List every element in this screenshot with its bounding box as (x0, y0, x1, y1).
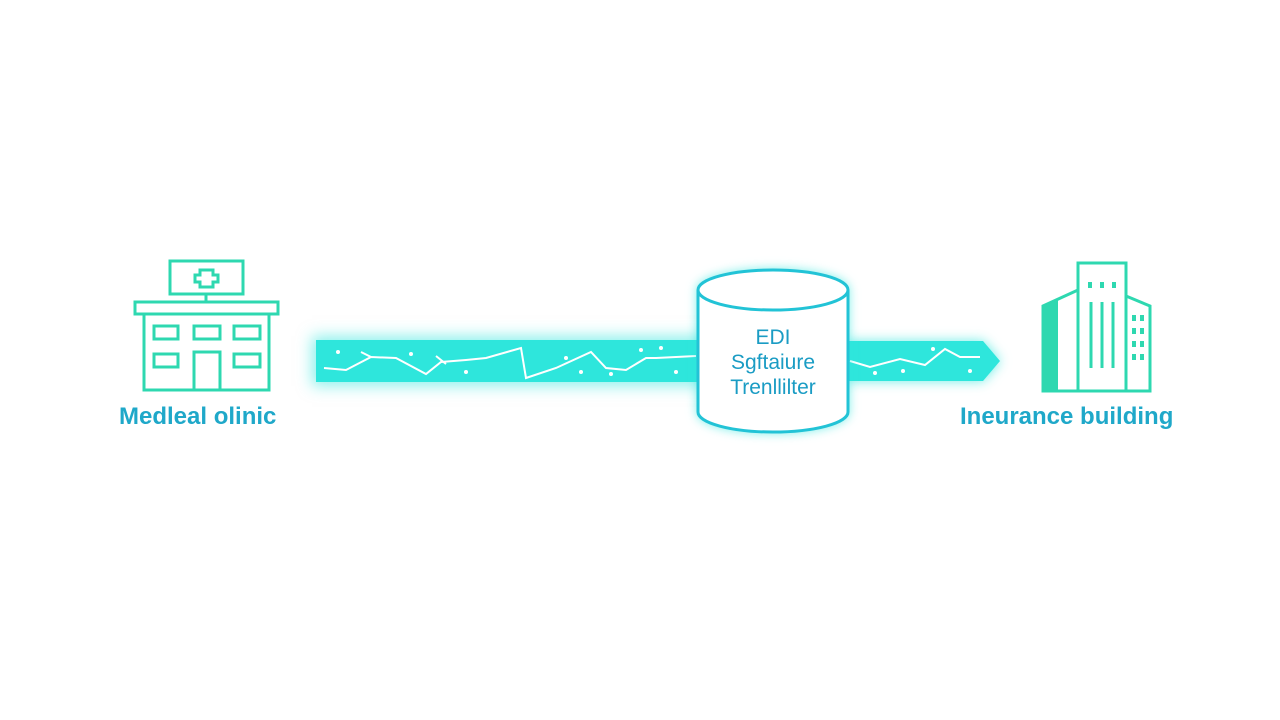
edi-label-line3: Trenllilter (730, 376, 816, 399)
hospital-building-icon (133, 259, 280, 392)
medical-clinic-label: Medleal olinic (119, 403, 277, 430)
data-stream-pattern-icon (323, 346, 697, 380)
data-stream-arrow (845, 341, 1000, 381)
edi-translator-cylinder: EDI Sgftaiure Trenllilter (696, 266, 850, 436)
insurance-building-label: Ineurance building (960, 403, 1174, 430)
edi-label-line2: Sgftaiure (730, 351, 816, 374)
database-cylinder-icon (696, 268, 850, 434)
office-building-icon (1041, 261, 1152, 393)
edi-label-line1: EDI (755, 326, 791, 349)
